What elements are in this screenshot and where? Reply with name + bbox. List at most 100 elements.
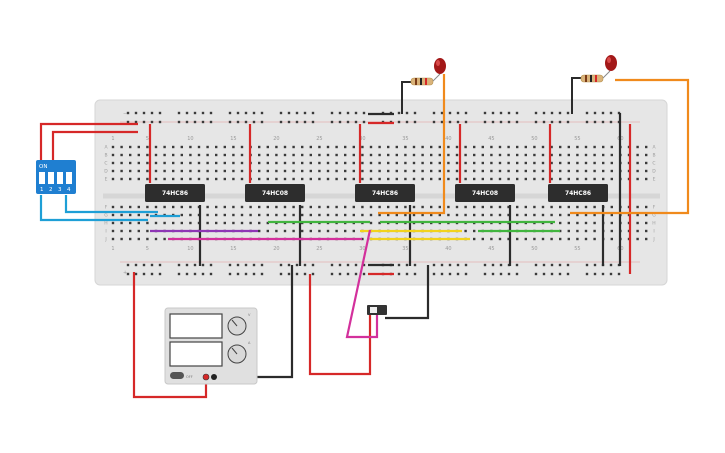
breadboard-hole[interactable] bbox=[636, 145, 639, 149]
breadboard-hole[interactable] bbox=[258, 205, 261, 209]
breadboard-hole[interactable] bbox=[559, 169, 562, 173]
breadboard-hole[interactable] bbox=[473, 229, 476, 233]
dip-toggle-2[interactable] bbox=[48, 172, 54, 184]
breadboard-hole[interactable] bbox=[602, 153, 605, 157]
breadboard-hole[interactable] bbox=[326, 229, 330, 233]
breadboard-hole[interactable] bbox=[515, 263, 519, 267]
breadboard-hole[interactable] bbox=[576, 153, 579, 157]
breadboard-hole[interactable] bbox=[150, 263, 154, 267]
breadboard-hole[interactable] bbox=[559, 161, 562, 165]
breadboard-hole[interactable] bbox=[228, 111, 232, 115]
breadboard-hole[interactable] bbox=[516, 205, 519, 209]
breadboard-hole[interactable] bbox=[318, 205, 321, 209]
breadboard-hole[interactable] bbox=[292, 229, 295, 233]
breadboard-hole[interactable] bbox=[206, 213, 209, 217]
breadboard-hole[interactable] bbox=[335, 153, 338, 157]
breadboard-hole[interactable] bbox=[223, 153, 226, 157]
breadboard-hole[interactable] bbox=[405, 111, 409, 115]
breadboard-hole[interactable] bbox=[369, 169, 373, 173]
breadboard-hole[interactable] bbox=[223, 213, 226, 217]
breadboard-hole[interactable] bbox=[185, 272, 189, 276]
breadboard-hole[interactable] bbox=[369, 205, 373, 209]
breadboard-hole[interactable] bbox=[593, 177, 596, 181]
breadboard-hole[interactable] bbox=[197, 145, 201, 149]
breadboard-hole[interactable] bbox=[550, 111, 554, 115]
breadboard-hole[interactable] bbox=[146, 221, 149, 225]
breadboard-hole[interactable] bbox=[524, 161, 527, 165]
breadboard-hole[interactable] bbox=[189, 169, 192, 173]
breadboard-hole[interactable] bbox=[275, 153, 278, 157]
breadboard-hole[interactable] bbox=[397, 111, 401, 115]
breadboard-hole[interactable] bbox=[352, 213, 355, 217]
breadboard-hole[interactable] bbox=[499, 272, 503, 276]
psu-power-switch[interactable] bbox=[170, 372, 184, 379]
breadboard-hole[interactable] bbox=[172, 205, 175, 209]
breadboard-hole[interactable] bbox=[244, 263, 248, 267]
breadboard-hole[interactable] bbox=[473, 161, 476, 165]
breadboard-hole[interactable] bbox=[352, 153, 355, 157]
breadboard-hole[interactable] bbox=[311, 263, 315, 267]
breadboard-hole[interactable] bbox=[346, 120, 350, 124]
breadboard-hole[interactable] bbox=[507, 111, 511, 115]
breadboard-hole[interactable] bbox=[524, 205, 527, 209]
breadboard-hole[interactable] bbox=[223, 205, 226, 209]
breadboard-hole[interactable] bbox=[361, 213, 364, 217]
breadboard-hole[interactable] bbox=[507, 177, 510, 181]
breadboard-hole[interactable] bbox=[483, 111, 487, 115]
breadboard-hole[interactable] bbox=[292, 161, 295, 165]
breadboard-hole[interactable] bbox=[413, 263, 417, 267]
breadboard-hole[interactable] bbox=[378, 153, 381, 157]
breadboard-hole[interactable] bbox=[335, 229, 338, 233]
breadboard-hole[interactable] bbox=[301, 229, 304, 233]
breadboard-hole[interactable] bbox=[249, 221, 252, 225]
breadboard-hole[interactable] bbox=[346, 111, 350, 115]
breadboard-hole[interactable] bbox=[223, 221, 226, 225]
breadboard-hole[interactable] bbox=[397, 120, 401, 124]
breadboard-hole[interactable] bbox=[455, 153, 459, 157]
breadboard-hole[interactable] bbox=[576, 205, 579, 209]
breadboard-hole[interactable] bbox=[593, 120, 597, 124]
breadboard-hole[interactable] bbox=[585, 263, 589, 267]
breadboard-hole[interactable] bbox=[567, 205, 570, 209]
breadboard-hole[interactable] bbox=[120, 177, 123, 181]
breadboard-hole[interactable] bbox=[111, 221, 115, 225]
breadboard-hole[interactable] bbox=[266, 213, 269, 217]
breadboard-hole[interactable] bbox=[550, 213, 553, 217]
breadboard-hole[interactable] bbox=[584, 237, 588, 241]
breadboard-hole[interactable] bbox=[137, 229, 140, 233]
breadboard-hole[interactable] bbox=[292, 145, 295, 149]
breadboard-hole[interactable] bbox=[258, 213, 261, 217]
breadboard-hole[interactable] bbox=[421, 145, 424, 149]
breadboard-hole[interactable] bbox=[309, 229, 312, 233]
breadboard-hole[interactable] bbox=[120, 161, 123, 165]
breadboard-hole[interactable] bbox=[610, 205, 613, 209]
breadboard-hole[interactable] bbox=[610, 161, 613, 165]
breadboard-hole[interactable] bbox=[541, 205, 545, 209]
breadboard-hole[interactable] bbox=[438, 177, 441, 181]
breadboard-hole[interactable] bbox=[610, 237, 613, 241]
breadboard-hole[interactable] bbox=[258, 221, 261, 225]
breadboard-hole[interactable] bbox=[206, 221, 209, 225]
breadboard-hole[interactable] bbox=[438, 205, 441, 209]
breadboard-hole[interactable] bbox=[197, 177, 201, 181]
breadboard-hole[interactable] bbox=[369, 161, 373, 165]
breadboard-hole[interactable] bbox=[129, 169, 132, 173]
breadboard-hole[interactable] bbox=[311, 120, 315, 124]
breadboard-hole[interactable] bbox=[344, 213, 347, 217]
breadboard-hole[interactable] bbox=[584, 205, 588, 209]
breadboard-hole[interactable] bbox=[576, 237, 579, 241]
chip-3[interactable]: 74HC86 bbox=[355, 184, 415, 202]
breadboard-hole[interactable] bbox=[387, 161, 390, 165]
breadboard-hole[interactable] bbox=[507, 272, 511, 276]
breadboard-hole[interactable] bbox=[326, 213, 330, 217]
breadboard-hole[interactable] bbox=[559, 205, 562, 209]
breadboard-hole[interactable] bbox=[163, 169, 166, 173]
breadboard-hole[interactable] bbox=[566, 272, 570, 276]
breadboard-hole[interactable] bbox=[541, 169, 545, 173]
breadboard-hole[interactable] bbox=[636, 161, 639, 165]
breadboard-hole[interactable] bbox=[335, 169, 338, 173]
breadboard-hole[interactable] bbox=[464, 145, 467, 149]
breadboard-hole[interactable] bbox=[232, 153, 235, 157]
breadboard-hole[interactable] bbox=[258, 161, 261, 165]
breadboard-hole[interactable] bbox=[566, 120, 570, 124]
